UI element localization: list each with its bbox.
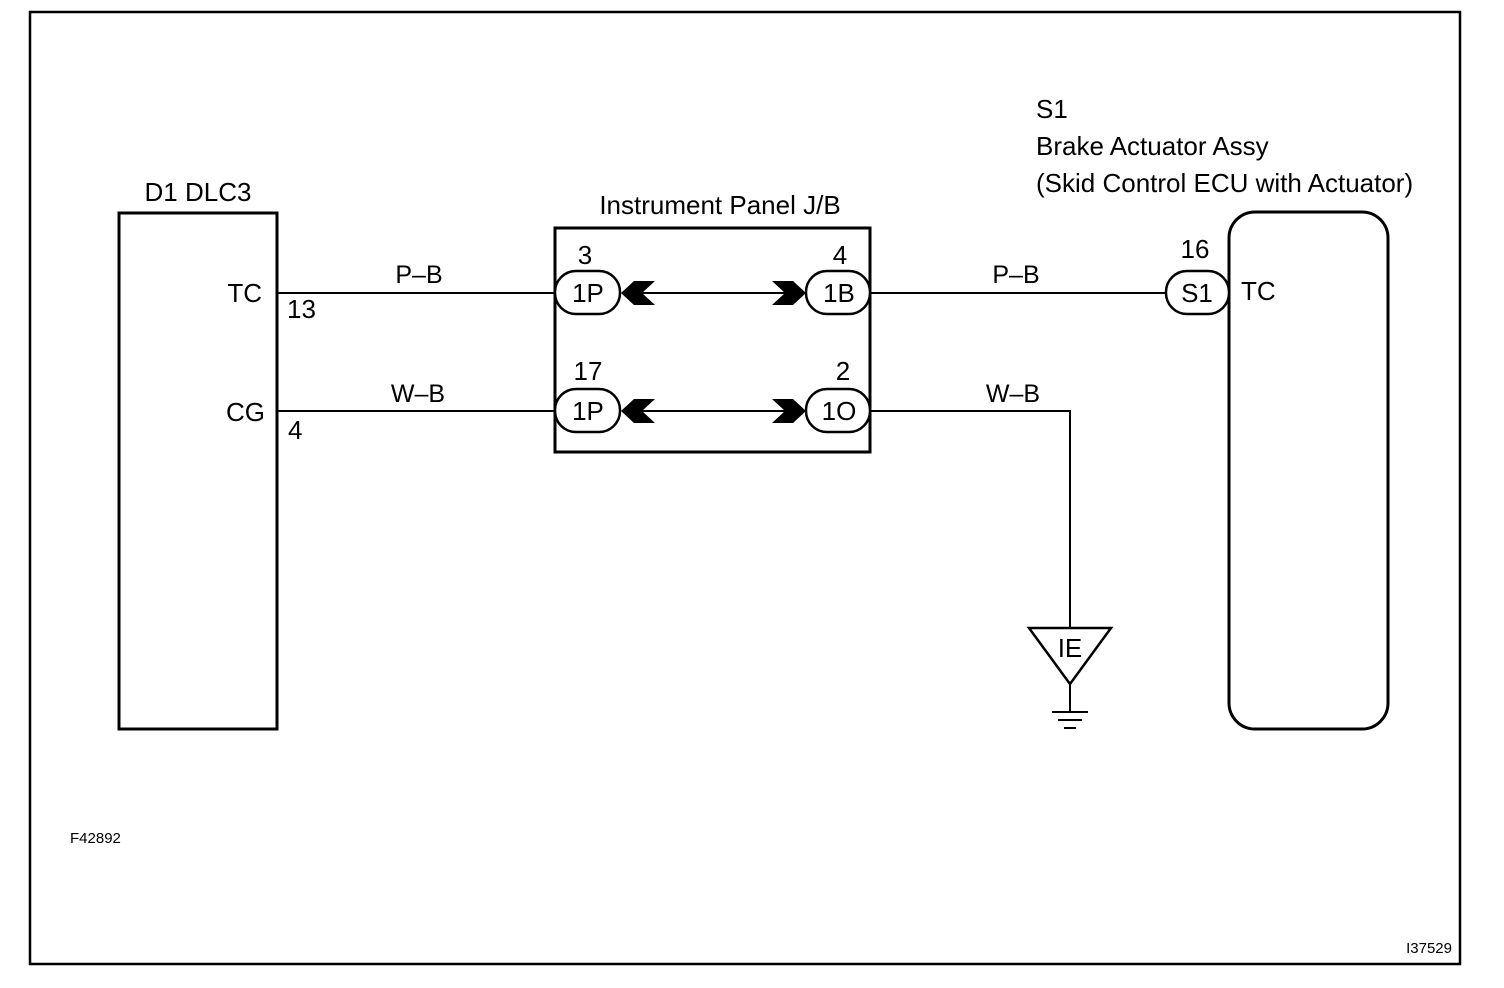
wire-tc-right-color: P–B	[992, 261, 1039, 289]
dlc3-tc-pin: 13	[287, 294, 316, 324]
wire-cg-left-color: W–B	[391, 380, 445, 408]
jb-row2-right-pin: 2	[836, 356, 850, 386]
jb-row2-left-connector-label: 1P	[572, 396, 604, 426]
ecu-tc-signal: TC	[1241, 276, 1276, 306]
jb-row2-left-connector	[553, 387, 622, 434]
dlc3-title: D1 DLC3	[145, 177, 252, 207]
figure-id: F42892	[70, 830, 121, 847]
jb-row2-right-connector-label: 1O	[822, 396, 857, 426]
dlc3-tc-signal: TC	[227, 278, 262, 308]
jb-row1-left-connector-label: 1P	[572, 278, 604, 308]
ground-point-label: IE	[1058, 633, 1083, 663]
ecu-connector	[1164, 269, 1231, 316]
jb-row1-right-connector-label: 1B	[823, 278, 855, 308]
jb-row1-left-pin: 3	[578, 240, 592, 270]
ecu-pin: 16	[1181, 234, 1210, 264]
ground-point-symbol	[1026, 626, 1114, 687]
dlc3-box	[117, 211, 279, 731]
jb-row1-right-arrowhead	[772, 281, 806, 305]
jb-row2-right-arrowhead	[772, 399, 806, 423]
jb-title: Instrument Panel J/B	[599, 190, 840, 220]
wire-cg-right	[870, 410, 1071, 628]
ecu-name: Brake Actuator Assy	[1036, 131, 1269, 161]
jb-row1-right-pin: 4	[833, 240, 847, 270]
ecu-ref: S1	[1036, 94, 1068, 124]
ecu-box	[1227, 210, 1390, 731]
image-id: I37529	[1406, 940, 1452, 957]
wire-tc-left-color: P–B	[395, 261, 442, 289]
jb-row1-left-connector	[553, 269, 622, 316]
jb-row2-left-arrowhead	[621, 399, 655, 423]
dlc3-cg-pin: 4	[288, 415, 302, 445]
ecu-connector-label: S1	[1181, 278, 1213, 308]
jb-row1-left-arrowhead	[621, 281, 655, 305]
jb-row2-left-pin: 17	[574, 356, 603, 386]
dlc3-cg-signal: CG	[226, 397, 265, 427]
ecu-description: (Skid Control ECU with Actuator)	[1036, 168, 1413, 198]
wire-cg-right-color: W–B	[986, 380, 1040, 408]
